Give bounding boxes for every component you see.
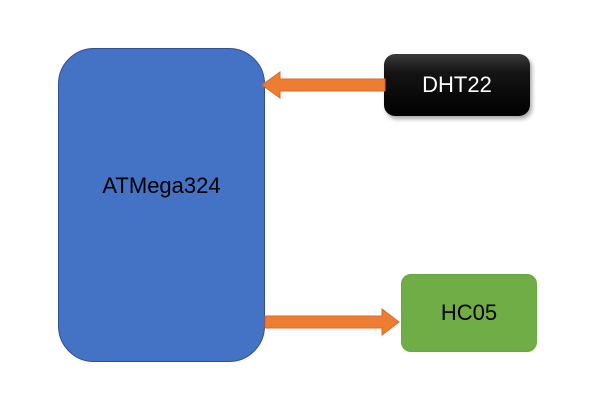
sensor-label: DHT22 [422,72,492,97]
microcontroller-label: ATMega324 [102,173,221,198]
sensor-block: DHT22 [384,54,530,116]
bluetooth-module-label: HC05 [440,300,498,325]
microcontroller-block: ATMega324 [58,48,265,362]
bluetooth-module-block: HC05 [401,274,537,352]
mcu-to-bluetooth-arrow [264,307,400,337]
sensor-to-mcu-arrow [261,71,386,99]
